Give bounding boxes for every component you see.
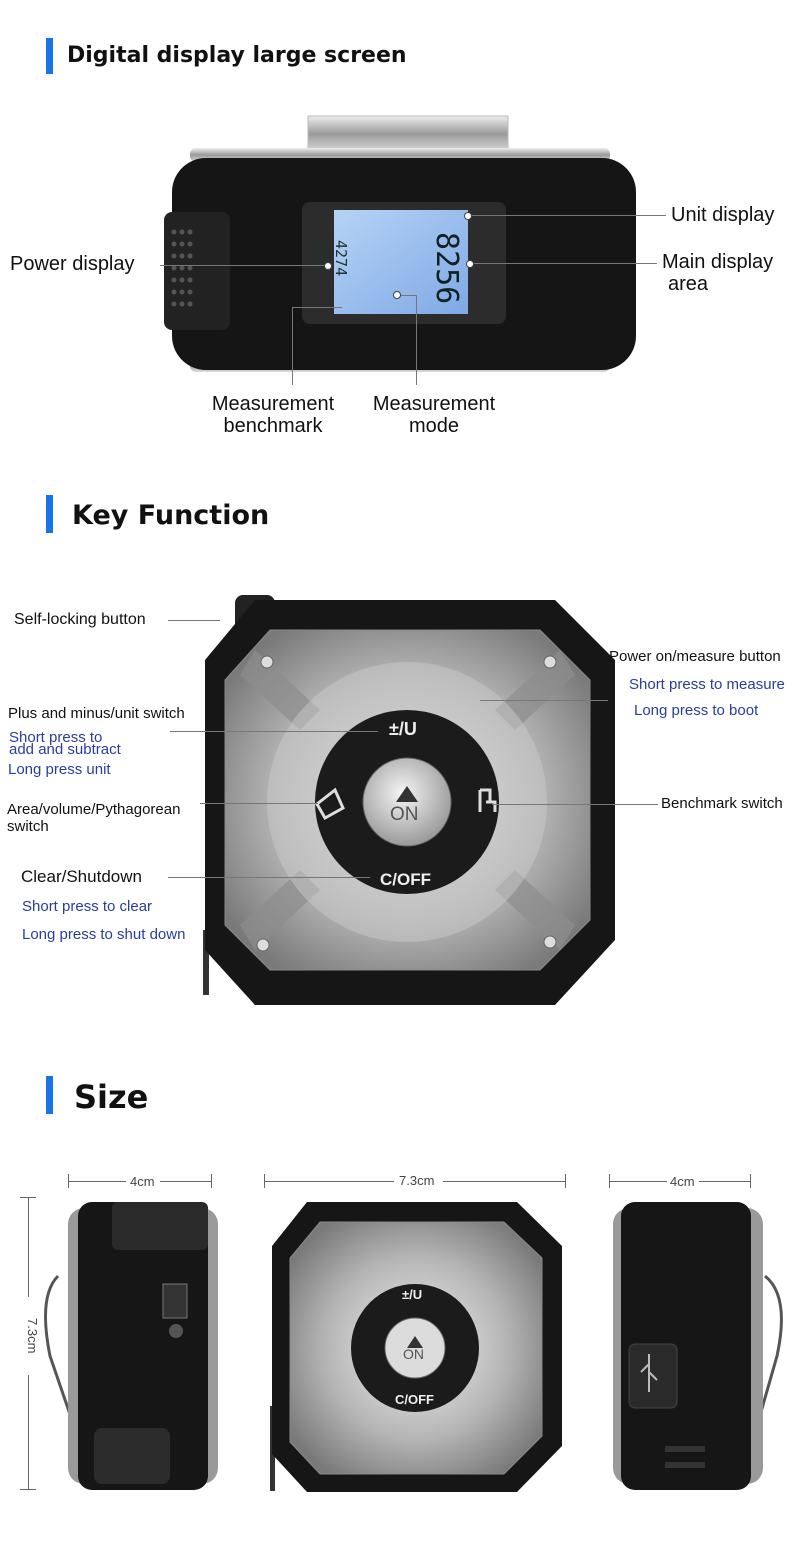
front-width-line [443, 1181, 565, 1182]
self-locking-label: Self-locking button [14, 611, 146, 628]
benchmark-label-line1: Measurement [211, 393, 335, 415]
short-press-add-2: add and subtract [9, 741, 121, 758]
mode-leader-v [416, 295, 417, 385]
right-width-line [609, 1181, 667, 1182]
dim-tick [565, 1174, 566, 1188]
clear-shutdown-label: Clear/Shutdown [21, 867, 142, 886]
device-display-illustration [164, 115, 636, 372]
long-press-boot: Long press to boot [634, 702, 759, 719]
power-display-label: Power display [10, 253, 135, 275]
mode-label-line2: mode [408, 415, 460, 437]
front-btn-on[interactable]: ON [403, 1346, 424, 1362]
main-display-leader [470, 263, 657, 264]
height-line [28, 1375, 29, 1489]
self-locking-leader [168, 620, 220, 621]
benchmark-leader-h [292, 307, 342, 308]
short-press-add-1: Short press to [9, 729, 103, 746]
section-title-key: Key Function [72, 500, 270, 531]
unit-display-label: Unit display [671, 204, 775, 226]
section-marker [46, 1076, 53, 1114]
btn-on-measure[interactable]: ON [390, 804, 419, 825]
main-display-dot [466, 260, 474, 268]
section-marker [46, 38, 53, 74]
main-display-label: Main display area [662, 251, 773, 295]
lcd-small-reading-2: 4274 [332, 240, 350, 277]
right-width-line [699, 1181, 751, 1182]
benchmark-leader-v [292, 307, 293, 385]
area-volume-line2: switch [7, 817, 49, 835]
device-key-illustration [203, 595, 615, 1005]
unit-display-leader [468, 215, 666, 216]
section-title-display: Digital display large screen [67, 43, 407, 68]
main-display-label-line1: Main display [662, 251, 774, 273]
long-press-unit: Long press unit [8, 761, 111, 778]
mode-label-line1: Measurement [372, 393, 496, 415]
device-side-left-illustration [44, 1202, 218, 1490]
section-marker [46, 495, 53, 533]
height-tick-bottom [20, 1489, 36, 1490]
short-press-measure: Short press to measure [629, 676, 785, 693]
mode-leader-h [398, 295, 416, 296]
short-press-clear: Short press to clear [22, 898, 153, 915]
power-display-leader [160, 265, 328, 266]
mode-dot [393, 291, 401, 299]
device-front-illustration [270, 1202, 562, 1492]
left-width-label: 4cm [130, 1174, 155, 1189]
front-width-line [264, 1181, 394, 1182]
benchmark-label: Measurement benchmark [200, 393, 346, 437]
clear-shutdown-leader [168, 877, 370, 878]
left-width-line [68, 1181, 126, 1182]
power-measure-label: Power on/measure button [609, 648, 781, 665]
section-title-size: Size [74, 1078, 149, 1116]
power-measure-leader [480, 700, 608, 701]
power-display-dot [324, 262, 332, 270]
mode-label: Measurement mode [361, 393, 507, 437]
lcd-main-reading: 8256 [429, 232, 464, 305]
plus-minus-leader [170, 731, 378, 732]
front-width-label: 7.3cm [399, 1173, 435, 1188]
btn-plus-minus-unit[interactable]: ±/U [389, 719, 417, 739]
benchmark-label-line2: benchmark [223, 415, 323, 437]
main-display-label-line2: area [668, 273, 709, 295]
area-volume-leader [200, 803, 318, 804]
device-side-right-illustration [613, 1202, 783, 1490]
benchmark-switch-label: Benchmark switch [661, 795, 783, 812]
plus-minus-label: Plus and minus/unit switch [8, 705, 185, 722]
right-width-label: 4cm [670, 1174, 695, 1189]
btn-clear-off[interactable]: C/OFF [380, 870, 431, 889]
long-press-shutdown: Long press to shut down [22, 926, 186, 943]
front-btn-clear-off[interactable]: C/OFF [395, 1392, 434, 1407]
area-volume-line1: Area/volume/Pythagorean [7, 801, 181, 818]
front-btn-plus-minus-unit[interactable]: ±/U [402, 1287, 423, 1302]
unit-display-dot [464, 212, 472, 220]
height-line [28, 1197, 29, 1297]
lcd-small-reading-1: 2050 [312, 240, 330, 277]
benchmark-switch-leader [492, 804, 658, 805]
area-volume-label: Area/volume/Pythagorean switch [7, 801, 181, 835]
left-width-line [160, 1181, 212, 1182]
